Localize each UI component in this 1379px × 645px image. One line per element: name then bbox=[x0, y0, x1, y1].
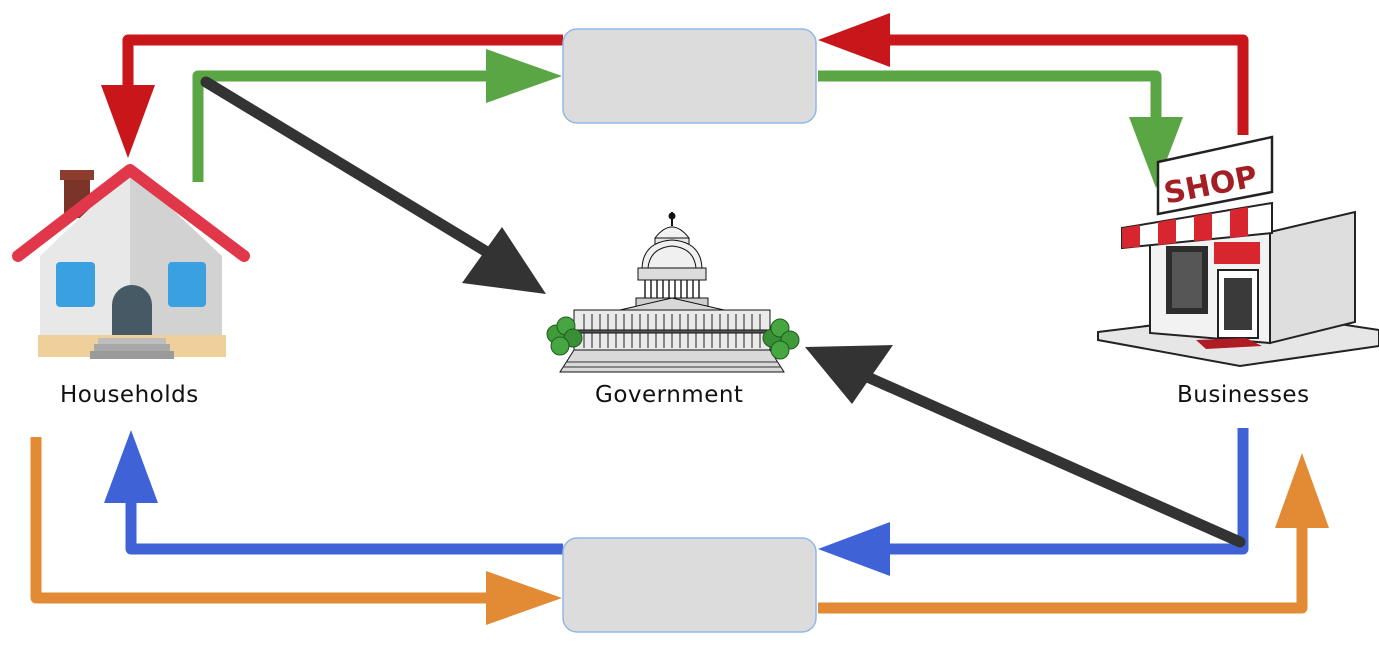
tree-left-icon bbox=[546, 316, 583, 356]
top-market-box bbox=[562, 28, 817, 124]
shop-icon: SHOP bbox=[1097, 135, 1379, 368]
businesses-to-government-arrow bbox=[805, 345, 1246, 548]
capitol-building-icon bbox=[546, 212, 800, 373]
orange-flow-arrow bbox=[30, 437, 1329, 625]
businesses-label: Businesses bbox=[1177, 382, 1310, 408]
households-label: Households bbox=[60, 382, 199, 408]
bottom-market-box bbox=[562, 537, 817, 633]
tree-right-icon bbox=[762, 318, 800, 360]
government-label: Government bbox=[595, 382, 744, 408]
red-flow-arrow bbox=[101, 13, 1249, 158]
house-icon bbox=[12, 164, 250, 359]
blue-flow-arrow bbox=[104, 428, 1249, 576]
green-flow-arrow bbox=[192, 49, 1183, 188]
households-to-government-arrow bbox=[200, 76, 546, 294]
